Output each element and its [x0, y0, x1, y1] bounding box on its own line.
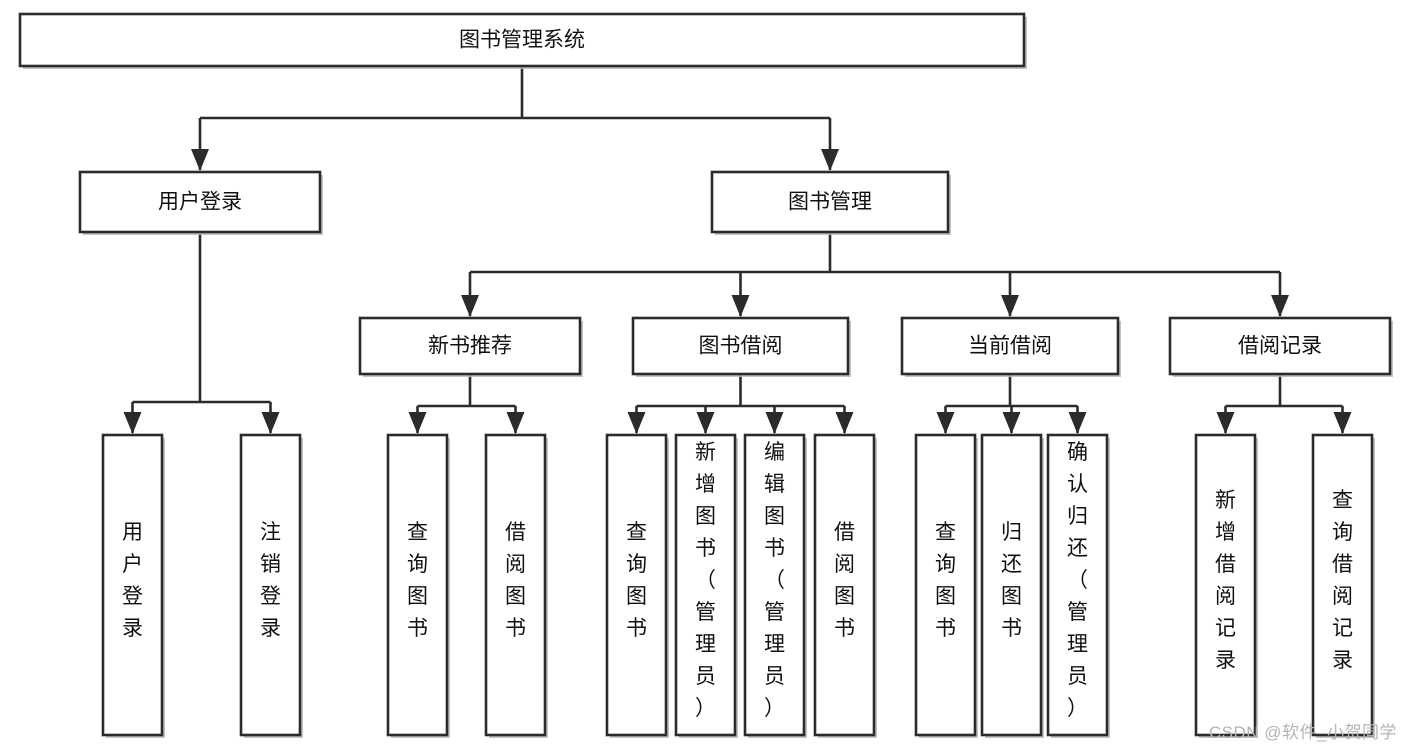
node-new-book-recommend-box[interactable]: [358, 316, 582, 376]
node-leaf-borrow-book-recommend[interactable]: 借阅图书: [484, 433, 548, 738]
node-leaf-confirm-return-admin-box[interactable]: [1046, 433, 1109, 737]
edge-book-manage-arrowhead-0: [461, 295, 479, 317]
node-book-manage[interactable]: 图书管理: [710, 170, 951, 235]
node-leaf-confirm-return-admin[interactable]: 确认归还（管理员）: [1046, 433, 1110, 738]
edge-book-borrow-arrowhead-3: [835, 412, 854, 434]
node-leaf-borrow-book[interactable]: 借阅图书: [813, 433, 877, 738]
edge-root-arrowhead-0: [191, 149, 209, 171]
node-user-login[interactable]: 用户登录: [78, 170, 323, 235]
edge-book-borrow-arrowhead-0: [627, 412, 646, 434]
edge-current-borrow-arrowhead-0: [936, 412, 955, 434]
node-root-book-management-system[interactable]: 图书管理系统: [18, 12, 1027, 69]
node-leaf-query-book-borrow[interactable]: 查询图书: [605, 433, 669, 738]
node-leaf-return-book-label: 归还图书: [1001, 521, 1022, 640]
node-leaf-add-borrow-record[interactable]: 新增借阅记录: [1194, 433, 1258, 738]
node-current-borrow-label: 当前借阅: [968, 335, 1052, 358]
node-leaf-borrow-book-recommend-label: 借阅图书: [505, 521, 526, 640]
node-current-borrow-box[interactable]: [900, 316, 1120, 376]
edge-new-book-arrowhead-1: [506, 412, 525, 434]
node-leaf-query-borrow-record[interactable]: 查询借阅记录: [1311, 433, 1375, 738]
edge-book-manage-arrowhead-2: [1001, 295, 1019, 317]
node-leaf-add-borrow-record-box[interactable]: [1194, 433, 1257, 737]
edge-book-borrow-arrowhead-1: [696, 412, 715, 434]
node-leaf-add-book-admin[interactable]: 新增图书（管理员）: [674, 433, 738, 738]
node-leaf-add-book-admin-box[interactable]: [674, 433, 737, 737]
edge-current-borrow-arrowhead-2: [1068, 412, 1087, 434]
node-leaf-edit-book-admin[interactable]: 编辑图书（管理员）: [743, 433, 807, 738]
node-book-borrow-box[interactable]: [631, 316, 850, 376]
node-leaf-query-book-recommend-box[interactable]: [386, 433, 449, 737]
node-leaf-user-login-box[interactable]: [101, 433, 164, 737]
node-leaf-query-borrow-record-box[interactable]: [1311, 433, 1374, 737]
node-leaf-query-book-recommend-label: 查询图书: [407, 521, 428, 640]
edge-borrow-record-arrowhead-0: [1216, 412, 1235, 434]
node-leaf-query-book-borrow-label: 查询图书: [626, 521, 647, 640]
node-leaf-user-logout[interactable]: 注销登录: [239, 433, 303, 738]
node-leaf-borrow-book-label: 借阅图书: [834, 521, 855, 640]
node-borrow-record-box[interactable]: [1168, 316, 1392, 376]
edge-root-arrowhead-1: [821, 149, 839, 171]
node-leaf-query-book-current[interactable]: 查询图书: [914, 433, 978, 738]
node-leaf-query-book-current-label: 查询图书: [935, 521, 956, 640]
node-root-book-management-system-label: 图书管理系统: [459, 29, 585, 52]
node-leaf-user-login[interactable]: 用户登录: [101, 433, 165, 738]
node-borrow-record[interactable]: 借阅记录: [1168, 316, 1393, 377]
node-user-login-box[interactable]: [78, 170, 322, 234]
node-leaf-add-book-admin-label: 新增图书（管理员）: [695, 441, 716, 720]
edge-user-login-arrowhead-0: [123, 412, 142, 434]
node-leaf-add-borrow-record-label: 新增借阅记录: [1215, 489, 1236, 672]
node-leaf-return-book[interactable]: 归还图书: [980, 433, 1044, 738]
node-leaf-edit-book-admin-label: 编辑图书（管理员）: [764, 441, 785, 720]
node-borrow-record-label: 借阅记录: [1238, 335, 1322, 358]
node-new-book-recommend[interactable]: 新书推荐: [358, 316, 583, 377]
node-leaf-user-logout-label: 注销登录: [260, 521, 281, 640]
csdn-watermark: CSDN @软件_小贺同学: [1208, 723, 1397, 742]
edge-book-manage-arrowhead-3: [1271, 295, 1289, 317]
node-user-login-label: 用户登录: [158, 191, 242, 214]
node-book-borrow[interactable]: 图书借阅: [631, 316, 851, 377]
edge-new-book-arrowhead-0: [408, 412, 427, 434]
node-current-borrow[interactable]: 当前借阅: [900, 316, 1121, 377]
node-new-book-recommend-label: 新书推荐: [428, 335, 512, 358]
node-leaf-borrow-book-box[interactable]: [813, 433, 876, 737]
node-leaf-confirm-return-admin-label: 确认归还（管理员）: [1067, 441, 1088, 720]
edge-current-borrow-arrowhead-1: [1002, 412, 1021, 434]
node-book-borrow-label: 图书借阅: [699, 335, 783, 358]
node-layer: 图书管理系统用户登录图书管理新书推荐图书借阅当前借阅借阅记录用户登录注销登录查询…: [18, 12, 1393, 738]
edge-book-borrow-arrowhead-2: [765, 412, 784, 434]
node-book-manage-label: 图书管理: [788, 191, 872, 214]
node-leaf-query-borrow-record-label: 查询借阅记录: [1332, 489, 1353, 672]
edge-book-manage-arrowhead-1: [731, 295, 750, 317]
node-leaf-borrow-book-recommend-box[interactable]: [484, 433, 547, 737]
node-leaf-edit-book-admin-box[interactable]: [743, 433, 806, 737]
node-leaf-user-login-label: 用户登录: [122, 521, 143, 640]
node-leaf-query-book-recommend[interactable]: 查询图书: [386, 433, 450, 738]
node-leaf-query-book-borrow-box[interactable]: [605, 433, 668, 737]
edge-user-login-arrowhead-1: [261, 412, 280, 434]
node-leaf-user-logout-box[interactable]: [239, 433, 302, 737]
node-leaf-query-book-current-box[interactable]: [914, 433, 977, 737]
node-root-book-management-system-box[interactable]: [18, 12, 1026, 68]
node-book-manage-box[interactable]: [710, 170, 950, 234]
node-leaf-return-book-box[interactable]: [980, 433, 1043, 737]
connector-layer: [123, 66, 1352, 434]
edge-borrow-record-arrowhead-1: [1333, 412, 1352, 434]
